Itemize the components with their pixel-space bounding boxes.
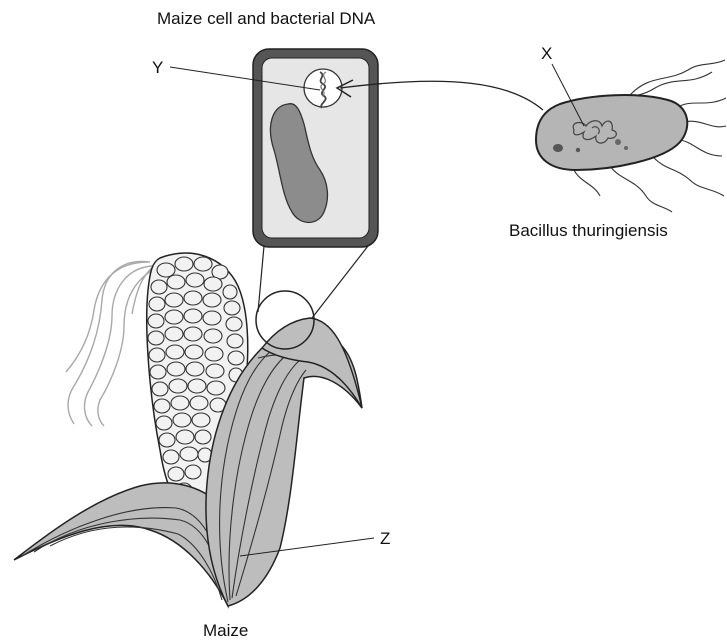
bacterium-cell <box>536 95 687 170</box>
maize-cell <box>253 49 378 247</box>
diagram-title: Maize cell and bacterial DNA <box>157 9 376 28</box>
bacterium <box>536 60 726 212</box>
silk <box>66 261 160 426</box>
zoom-line-right <box>312 246 368 318</box>
maize-plant <box>14 253 362 606</box>
label-y: Y <box>152 58 163 77</box>
bacterium-label: Bacillus thuringiensis <box>509 221 668 240</box>
label-z: Z <box>380 529 390 548</box>
maize-label: Maize <box>203 621 248 640</box>
label-x: X <box>541 44 552 63</box>
